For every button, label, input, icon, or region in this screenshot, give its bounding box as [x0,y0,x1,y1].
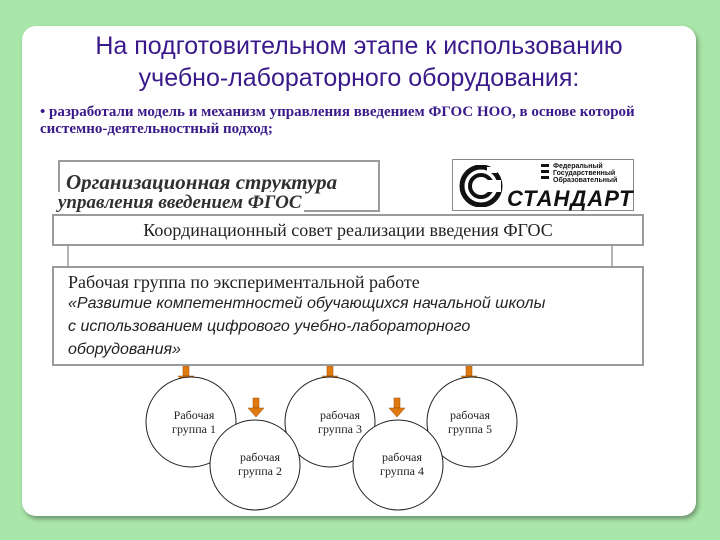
work-group-theme-line-2: с использованием цифрового учебно-лабора… [68,318,471,335]
logo-small-line-2: Государственный [553,170,616,177]
working-group-label-3: рабочая группа 3 [300,408,380,436]
working-group-label-4: рабочая группа 4 [362,450,442,478]
c-circle-emblem-icon [459,165,503,207]
working-group-label-3-line-1: рабочая [319,408,360,422]
work-group-title: Рабочая группа по экспериментальной рабо… [68,272,420,292]
arrow-down-icon [388,397,406,418]
working-group-label-5-line-2: группа 5 [448,422,492,436]
working-group-label-1-line-2: группа 1 [172,422,216,436]
working-group-circle-5 [426,376,518,468]
working-group-label-1-line-1: Рабочая [173,408,215,422]
working-group-circle-1 [145,376,237,468]
working-group-label-4-line-2: группа 4 [380,464,424,478]
working-group-circle-3 [284,376,376,468]
working-group-circle-2 [209,419,301,511]
logo-bars-icon [541,164,549,182]
working-group-label-4-line-1: рабочая [381,450,422,464]
logo-big-text: СТАНДАРТ [507,186,634,211]
working-group-label-5: рабочая группа 5 [430,408,510,436]
experimental-work-group-box: Рабочая группа по экспериментальной рабо… [52,266,644,366]
coordination-council-box: Координационный совет реализации введени… [52,214,644,246]
slide-title: На подготовительном этапе к использовани… [22,30,696,94]
work-group-theme-line-3: оборудования» [68,341,181,358]
work-group-theme-line-1: «Развитие компетентностей обучающихся на… [68,295,546,312]
working-group-label-2-line-1: рабочая [239,450,280,464]
working-group-label-3-line-2: группа 3 [318,422,362,436]
logo-small-line-1: Федеральный [553,163,603,170]
working-group-circle-4 [352,419,444,511]
working-group-label-2: рабочая группа 2 [220,450,300,478]
org-structure-line-1: Организационная структура [66,170,338,194]
org-structure-line-2: управления введением ФГОС [56,192,304,214]
title-line-2: учебно-лабораторного оборудования: [138,64,580,92]
logo-small-line-3: Образовательный [553,177,618,184]
working-group-label-1: Рабочая группа 1 [154,408,234,436]
working-group-label-2-line-2: группа 2 [238,464,282,478]
working-group-label-5-line-1: рабочая [449,408,490,422]
logo-small-text: Федеральный Государственный Образователь… [553,163,617,184]
title-line-1: На подготовительном этапе к использовани… [95,32,623,60]
bullet-text: • разработали модель и механизм управлен… [40,104,635,137]
fgos-standard-logo: Федеральный Государственный Образователь… [452,159,634,211]
arrow-down-icon [247,397,265,418]
